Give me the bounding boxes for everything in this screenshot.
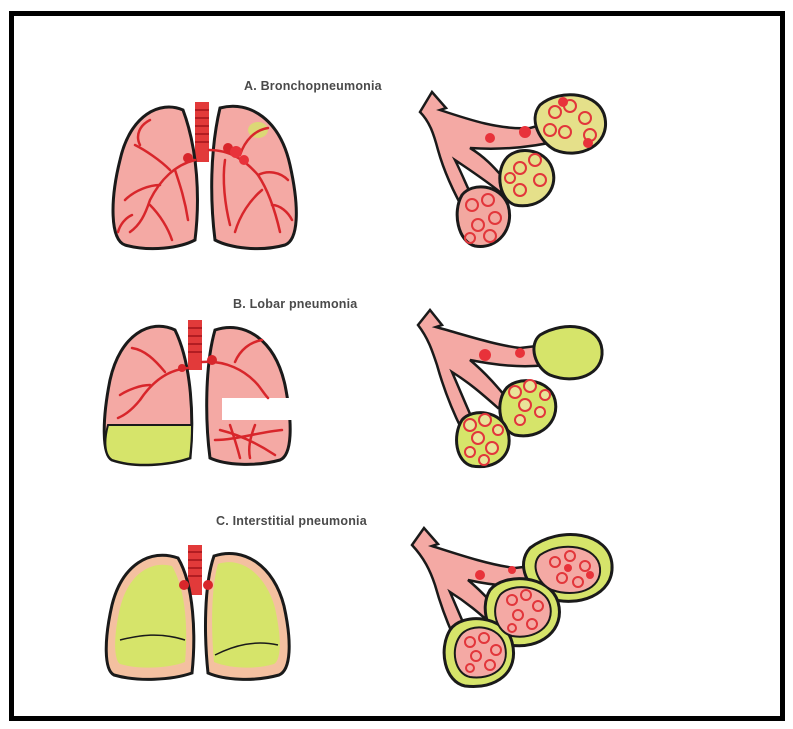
panel-b-lungs — [104, 320, 294, 465]
panel-a-lungs — [113, 102, 296, 249]
left-lung — [113, 107, 197, 249]
panel-b-alveoli — [418, 310, 602, 467]
panel-a-alveoli — [420, 92, 606, 246]
panel-c-lungs — [106, 545, 289, 679]
caption-bronchopneumonia: A. Bronchopneumonia — [244, 79, 382, 93]
panel-c-alveoli — [412, 528, 612, 687]
caption-lobar-pneumonia: B. Lobar pneumonia — [233, 297, 357, 311]
caption-interstitial-pneumonia: C. Interstitial pneumonia — [216, 514, 367, 528]
